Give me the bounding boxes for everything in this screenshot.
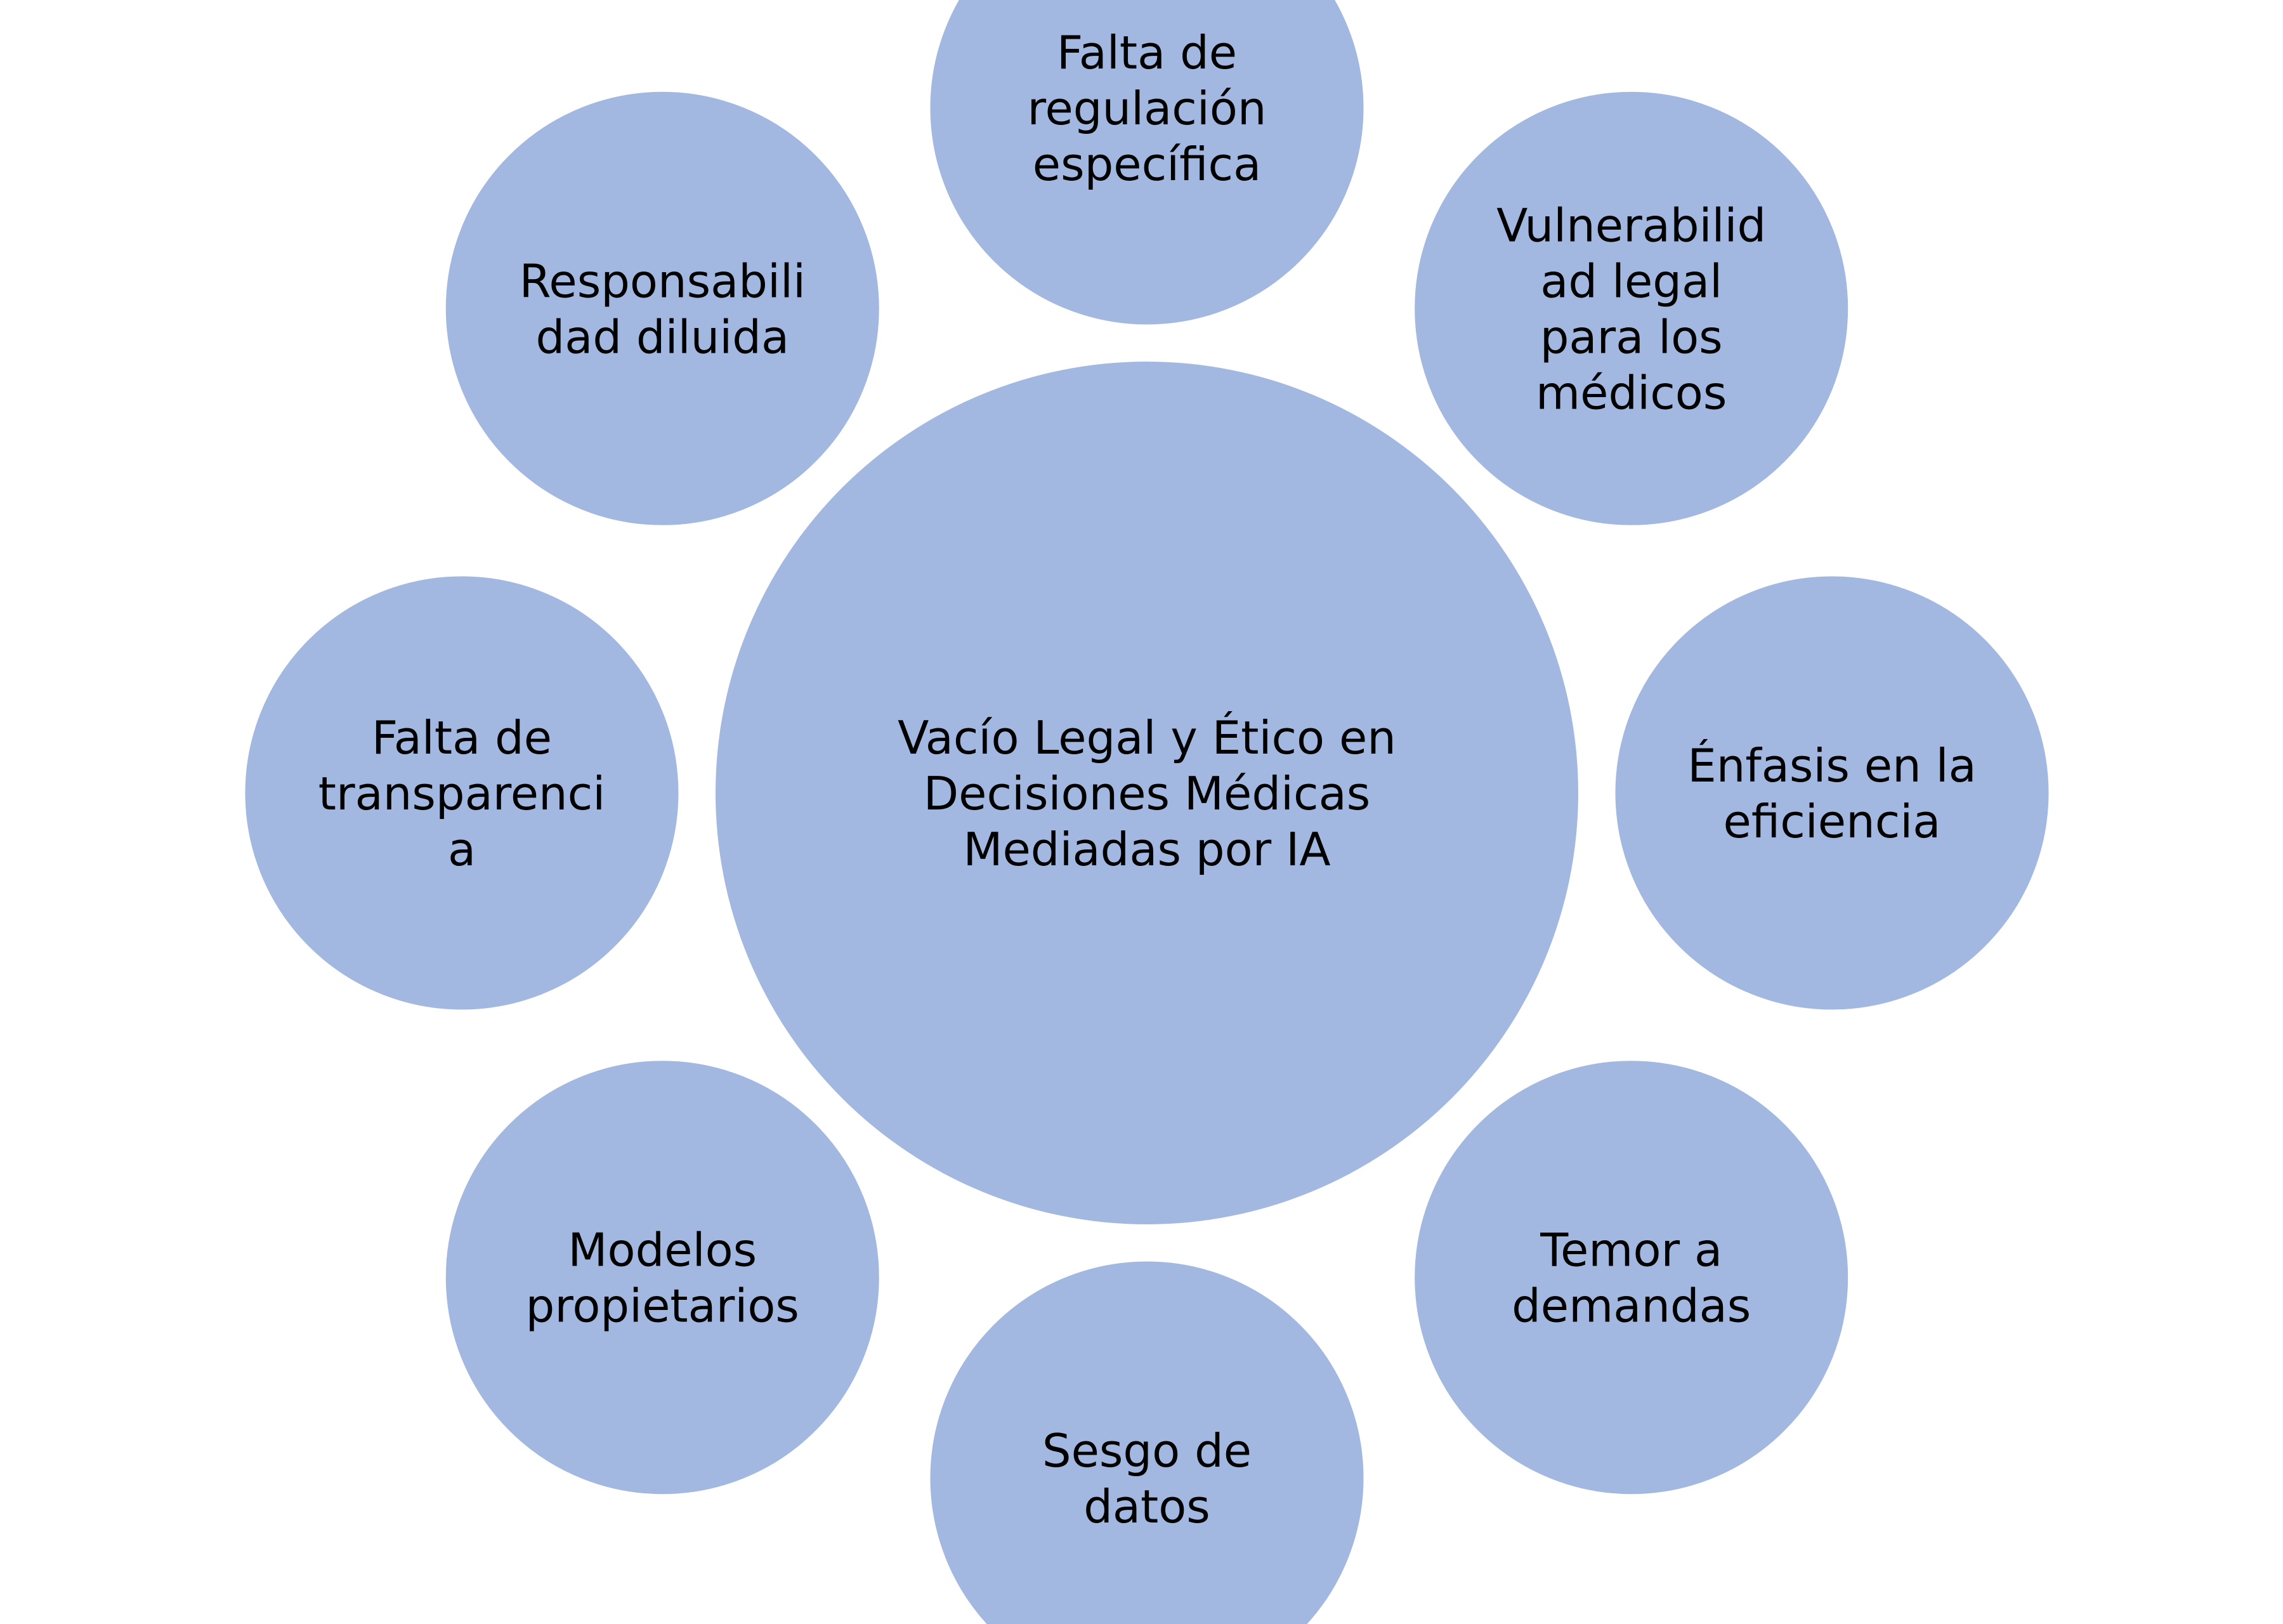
center-label-line: Vacío Legal y Ético en — [898, 711, 1396, 764]
node-circle-falta-regulacion — [926, 0, 1368, 329]
node-label-vulnerabilidad-legal-line: Vulnerabilid — [1496, 199, 1766, 252]
node-label-modelos-propietarios-line: Modelos — [568, 1224, 757, 1277]
node-circle-enfasis-eficiencia — [1611, 572, 2053, 1014]
node-circle-sesgo-datos — [926, 1257, 1368, 1624]
node-circle-modelos-propietarios — [441, 1056, 884, 1499]
node-label-sesgo-datos-line: Sesgo de — [1042, 1424, 1252, 1477]
node-label-falta-transparencia-line: a — [448, 823, 476, 876]
node-label-falta-transparencia-line: Falta de — [372, 711, 552, 764]
node-label-temor-demandas-line: Temor a — [1540, 1224, 1722, 1277]
center-circle — [716, 362, 1578, 1224]
node-label-responsabilidad-diluida-line: Responsabili — [520, 254, 806, 308]
node-circle-temor-demandas — [1410, 1056, 1853, 1499]
node-label-falta-transparencia-line: transparenci — [318, 767, 605, 820]
node-circle-falta-transparencia — [240, 572, 683, 1014]
circles-layer — [240, 0, 2053, 1624]
node-label-falta-regulacion-line: regulación — [1027, 82, 1266, 135]
node-circle-vulnerabilidad-legal — [1410, 87, 1853, 530]
node-label-enfasis-eficiencia-line: Énfasis en la — [1687, 739, 1976, 792]
node-label-temor-demandas-line: demandas — [1512, 1280, 1751, 1333]
node-label-falta-regulacion-line: específica — [1033, 138, 1261, 191]
node-label-vulnerabilidad-legal-line: médicos — [1536, 366, 1727, 419]
node-label-responsabilidad-diluida-line: dad diluida — [536, 310, 790, 363]
node-label-vulnerabilidad-legal-line: para los — [1540, 310, 1723, 363]
node-circle-responsabilidad-diluida — [441, 87, 884, 530]
center-label-line: Mediadas por IA — [963, 823, 1330, 876]
node-label-enfasis-eficiencia-line: eficiencia — [1724, 795, 1941, 848]
node-label-vulnerabilidad-legal-line: ad legal — [1540, 254, 1722, 308]
node-label-falta-regulacion-line: Falta de — [1057, 26, 1237, 79]
node-label-modelos-propietarios-line: propietarios — [526, 1280, 799, 1333]
node-label-sesgo-datos-line: datos — [1083, 1480, 1210, 1533]
center-label-line: Decisiones Médicas — [924, 767, 1371, 820]
